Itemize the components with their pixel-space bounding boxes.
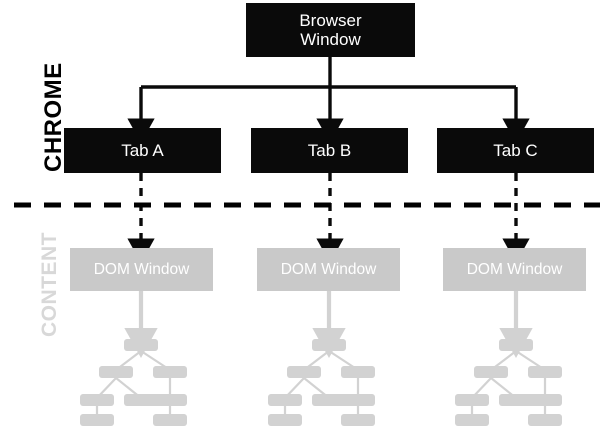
dom-tree-a-edges [95,350,172,418]
tab-b-node[interactable]: Tab B [251,128,408,173]
tab-b-label: Tab B [307,140,352,160]
dom-node [455,394,489,406]
dom-node [80,414,114,426]
dom-node [499,394,533,406]
dom-node [341,414,375,426]
browser-window-label-line2: Window [300,30,361,49]
dom-node [312,394,346,406]
edge-browser-window-to-bus [141,57,516,89]
dom-tree-c-edges [470,350,547,418]
dom-node [312,339,346,351]
dom-node [80,394,114,406]
dom-node [153,366,187,378]
dom-tree-b-nodes [268,339,375,426]
dom-node [528,366,562,378]
tab-a-node[interactable]: Tab A [64,128,221,173]
dom-node [528,394,562,406]
browser-window-label-line1: Browser [299,10,362,30]
browser-window-node[interactable]: Browser Window [246,3,415,57]
dom-tree-b [268,339,375,426]
dom-window-a-node[interactable]: DOM Window [70,248,213,291]
band-label-content: CONTENT [38,232,61,337]
dom-window-b-node[interactable]: DOM Window [257,248,400,291]
dom-node [124,394,158,406]
dom-tree-a [80,339,187,426]
dom-window-c-label: DOM Window [466,260,563,278]
dom-node [341,394,375,406]
dom-tree-b-edges [283,350,360,418]
dom-node [124,339,158,351]
dom-tree-c-nodes [455,339,562,426]
tab-c-label: Tab C [493,140,538,160]
dom-tree-a-nodes [80,339,187,426]
dom-node [499,339,533,351]
tab-c-node[interactable]: Tab C [437,128,594,173]
dom-node [268,414,302,426]
dom-node [268,394,302,406]
dom-node [287,366,321,378]
dom-node [99,366,133,378]
dom-node [474,366,508,378]
dom-node [341,366,375,378]
dom-window-a-label: DOM Window [93,260,190,278]
dom-node [153,394,187,406]
dom-window-c-node[interactable]: DOM Window [443,248,586,291]
dom-node [528,414,562,426]
tab-a-label: Tab A [121,140,164,160]
dom-window-b-label: DOM Window [280,260,377,278]
dom-tree-c [455,339,562,426]
dom-node [153,414,187,426]
dom-node [455,414,489,426]
